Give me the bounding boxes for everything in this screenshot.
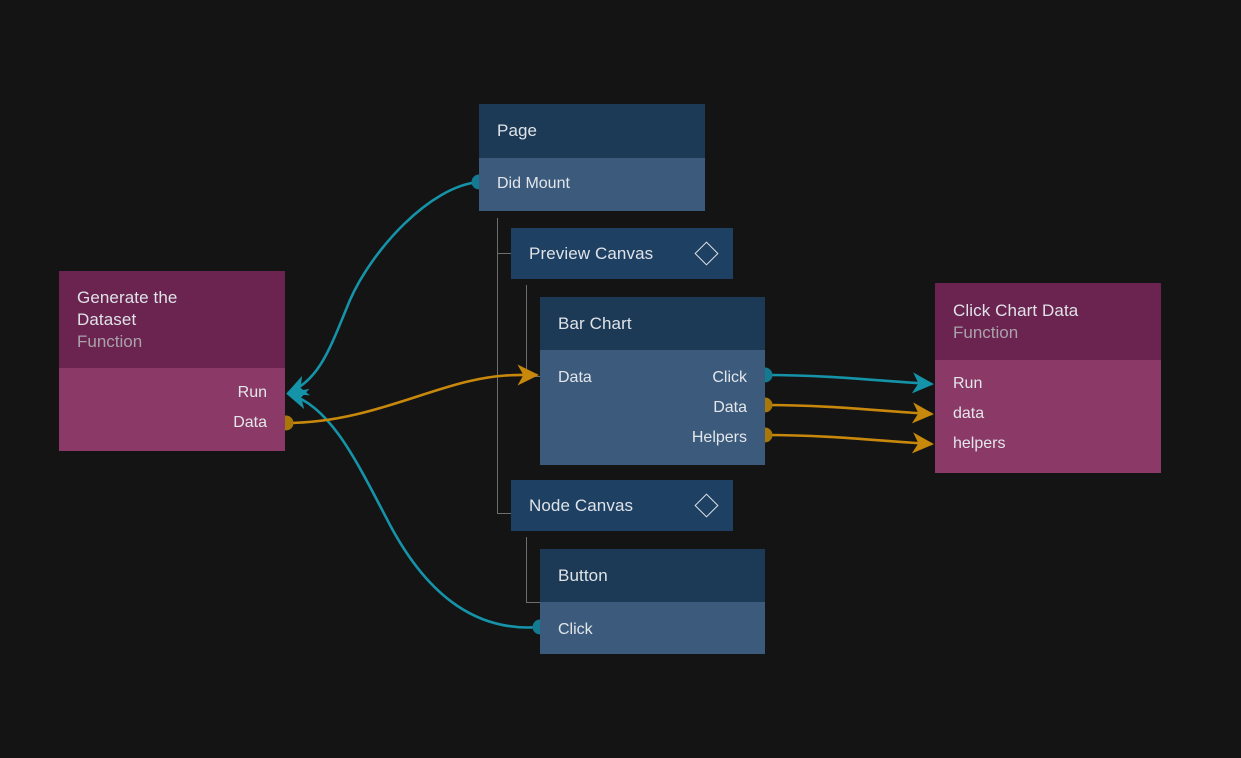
node-generate-dataset-body: Run Data	[59, 368, 285, 451]
node-preview-canvas-title: Preview Canvas	[529, 243, 654, 263]
node-bar-chart-title: Bar Chart	[558, 313, 632, 333]
node-preview-canvas[interactable]: Preview Canvas	[511, 228, 733, 279]
node-generate-dataset-subtitle: Function	[77, 331, 143, 351]
node-button-title: Button	[558, 565, 608, 585]
node-button-body: Click	[540, 602, 765, 654]
edge-barchart-data-to-clickchart-data	[764, 402, 934, 424]
node-bar-chart[interactable]: Bar Chart Data Click Data Helpers	[540, 297, 765, 465]
port-row-generate-dataset-run[interactable]: Run	[59, 378, 285, 408]
diamond-icon	[694, 493, 719, 518]
port-label-click-chart-data-helpers: helpers	[953, 435, 1006, 452]
node-generate-dataset-title: Generate the Dataset	[77, 287, 178, 329]
port-label-bar-chart-data-in: Data	[558, 369, 592, 386]
node-button[interactable]: Button Click	[540, 549, 765, 654]
port-row-generate-dataset-data[interactable]: Data	[59, 408, 285, 438]
node-click-chart-data-header[interactable]: Click Chart Data Function	[935, 283, 1161, 360]
node-bar-chart-body: Data Click Data Helpers	[540, 350, 765, 465]
node-page-title: Page	[497, 121, 538, 140]
port-row-click-chart-data-data[interactable]: data	[935, 399, 1161, 429]
port-label-click-chart-data-run: Run	[953, 375, 983, 392]
diamond-icon	[694, 241, 719, 266]
port-row-page-didmount[interactable]: Did Mount	[479, 169, 705, 199]
node-page[interactable]: Page Did Mount	[479, 104, 705, 211]
node-click-chart-data[interactable]: Click Chart Data Function Run data helpe…	[935, 283, 1161, 473]
tree-trunk-preview-canvas	[526, 285, 527, 377]
node-button-header[interactable]: Button	[540, 549, 765, 602]
node-click-chart-data-title: Click Chart Data	[953, 300, 1079, 320]
node-bar-chart-header[interactable]: Bar Chart	[540, 297, 765, 350]
port-label-bar-chart-data-out: Data	[713, 399, 747, 416]
node-node-canvas-title: Node Canvas	[529, 495, 634, 515]
node-click-chart-data-body: Run data helpers	[935, 360, 1161, 473]
port-row-bar-chart-helpers[interactable]: Helpers	[540, 423, 765, 453]
edge-page-didmount-to-generate-run	[286, 180, 480, 396]
edge-barchart-helpers-to-clickchart-helpers	[764, 432, 934, 454]
port-row-bar-chart-data-out[interactable]: Data	[540, 393, 765, 423]
port-label-button-click: Click	[558, 621, 593, 638]
edge-barchart-click-to-clickchart-run	[764, 372, 934, 394]
tree-stub-node-canvas	[497, 513, 511, 514]
port-row-click-chart-data-helpers[interactable]: helpers	[935, 429, 1161, 459]
port-label-generate-dataset-data: Data	[233, 414, 267, 431]
port-label-click-chart-data-data: data	[953, 405, 985, 422]
edge-button-click-to-generate-run	[286, 388, 541, 629]
tree-stub-button	[526, 602, 540, 603]
port-row-click-chart-data-run[interactable]: Run	[935, 369, 1161, 399]
tree-stub-bar-chart	[526, 376, 540, 377]
edge-generate-data-to-barchart-data	[285, 364, 539, 425]
port-label-page-didmount: Did Mount	[497, 175, 570, 192]
port-label-generate-dataset-run: Run	[237, 384, 267, 401]
node-generate-dataset[interactable]: Generate the Dataset Function Run Data	[59, 271, 285, 451]
node-click-chart-data-subtitle: Function	[953, 322, 1019, 342]
port-row-bar-chart-click[interactable]: Click	[540, 363, 765, 393]
node-generate-dataset-header[interactable]: Generate the Dataset Function	[59, 271, 285, 368]
port-label-bar-chart-click: Click	[712, 369, 747, 386]
port-row-bar-chart-data-in[interactable]: Data	[540, 363, 765, 393]
node-node-canvas[interactable]: Node Canvas	[511, 480, 733, 531]
tree-trunk-node-canvas	[526, 537, 527, 603]
tree-trunk-page	[497, 218, 498, 514]
node-page-body: Did Mount	[479, 158, 705, 211]
tree-stub-preview-canvas	[497, 253, 511, 254]
port-row-button-click[interactable]: Click	[540, 615, 765, 645]
port-label-bar-chart-helpers: Helpers	[691, 429, 747, 446]
node-page-header[interactable]: Page	[479, 104, 705, 158]
